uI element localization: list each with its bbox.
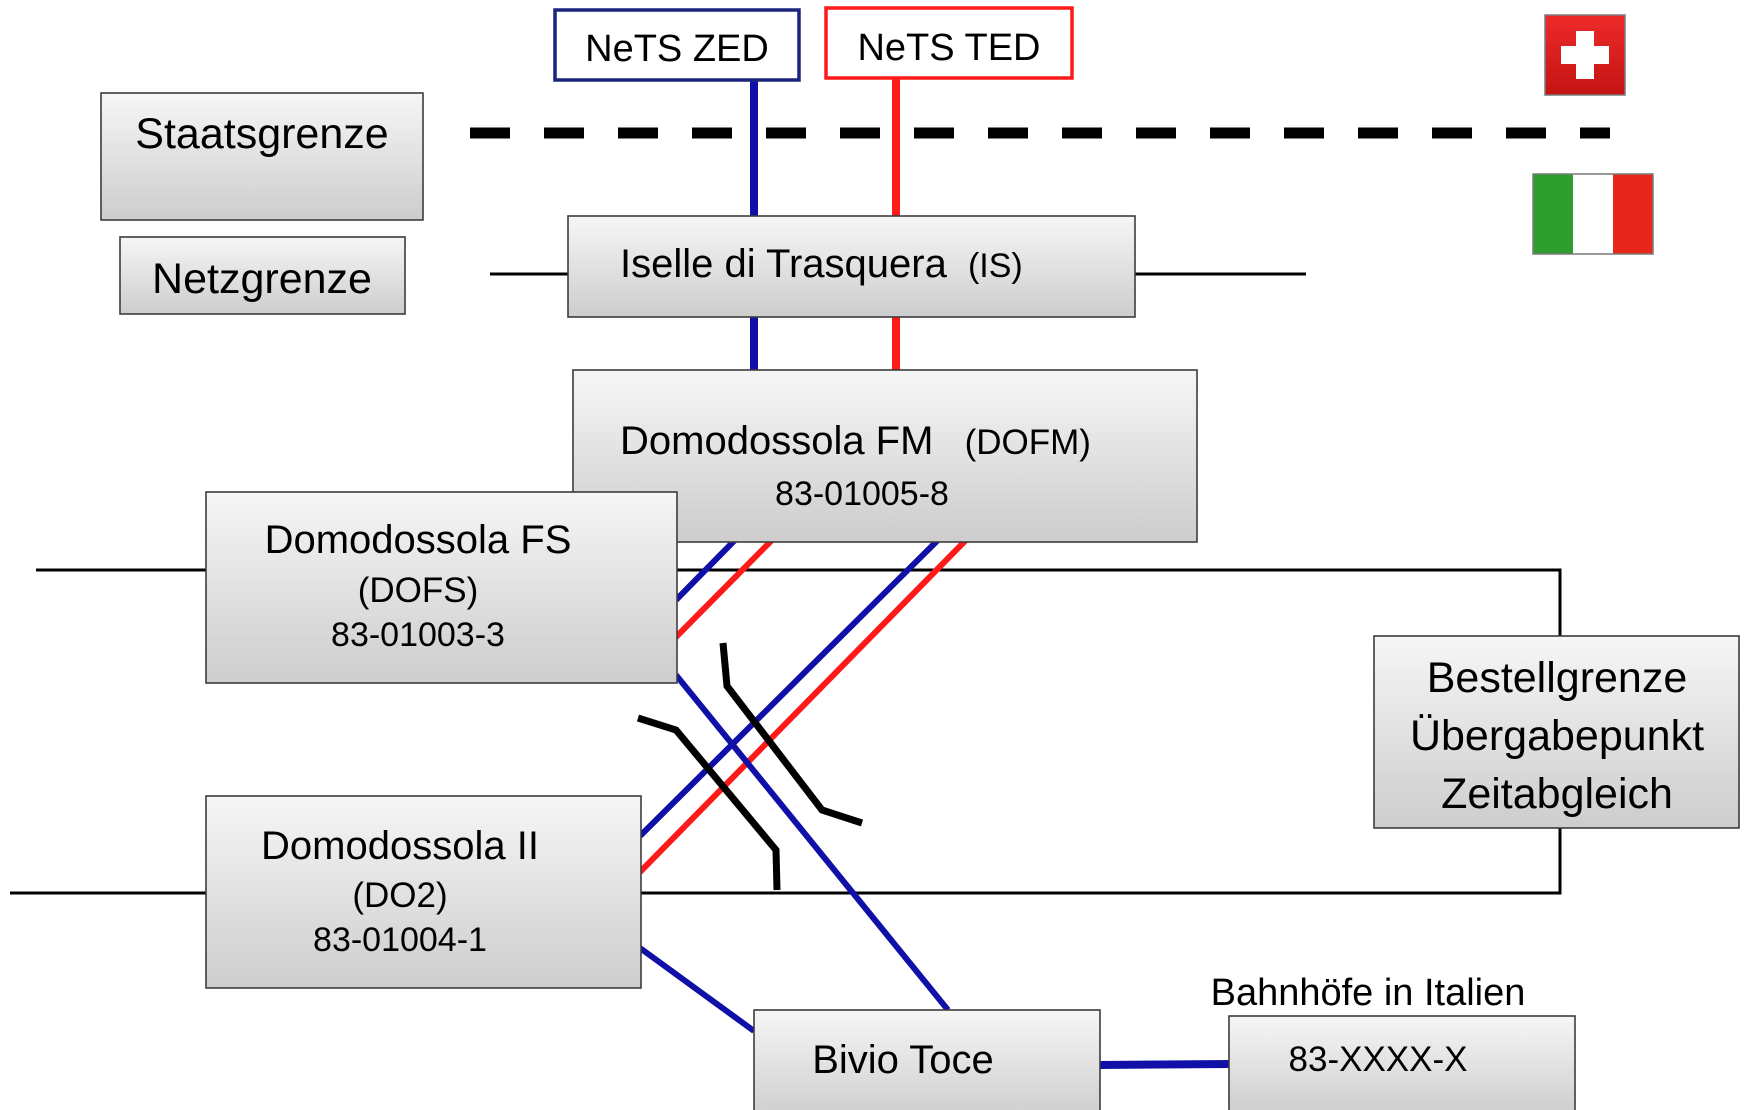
iselle-code: (IS) [968, 247, 1023, 285]
swiss-cross-horizontal [1561, 46, 1609, 64]
bridge-symbol [636, 642, 864, 891]
dofm-number: 83-01005-8 [775, 475, 949, 513]
bridge-mark-lower [636, 714, 781, 891]
bridge-mark-upper [719, 642, 864, 827]
dofs-bivio-line [673, 673, 951, 1012]
bivio-label: Bivio Toce [812, 1038, 994, 1082]
dofm-name: Domodossola FM [620, 419, 933, 463]
do2-box [205, 795, 642, 989]
station-italy-generic: 83-XXXX-X [1228, 1015, 1576, 1110]
bestellgrenze-line2: Übergabepunkt [1410, 712, 1704, 760]
dofs-to-bestell-line [670, 568, 1562, 636]
dofm-code: (DOFM) [965, 423, 1091, 462]
italy-flag-white [1573, 174, 1613, 254]
iselle-box [567, 215, 1136, 318]
dofm-label: Domodossola FM (DOFM) [620, 419, 1091, 463]
station-iselle: Iselle di Trasquera (IS) [567, 215, 1136, 318]
dofs-number: 83-01003-3 [331, 616, 505, 654]
legend-netzgrenze: Netzgrenze [119, 236, 406, 315]
nets-ted-frame [824, 6, 1074, 80]
italy-flag-border [1532, 173, 1654, 255]
bivio-box [753, 1009, 1101, 1110]
nets-zed-label: NeTS ZED [585, 28, 769, 70]
nets-zed-box: NeTS ZED [553, 8, 801, 82]
iselle-name: Iselle di Trasquera [620, 242, 948, 286]
do2-name: Domodossola II [261, 824, 539, 868]
station-dofm: Domodossola FM (DOFM) 83-01005-8 [572, 369, 1198, 543]
dofs-box [205, 491, 678, 684]
swiss-flag-icon [1544, 14, 1626, 96]
netzgrenze-label: Netzgrenze [152, 255, 372, 303]
bahnhoefe-label: Bahnhöfe in Italien [1211, 972, 1526, 1014]
do2-number: 83-01004-1 [313, 921, 487, 959]
iselle-label: Iselle di Trasquera (IS) [620, 242, 1023, 286]
dofm-dofs-ted-line [673, 537, 775, 640]
italy-station-box [1228, 1015, 1576, 1110]
dofm-do2-ted-line [637, 537, 969, 875]
italy-flag-red [1613, 174, 1653, 254]
diagonal-lines [637, 537, 1231, 1069]
do2-to-bestell-line [640, 828, 1562, 895]
dofm-dofs-zed-line [673, 537, 738, 603]
station-bivio-toce: Bivio Toce [753, 1009, 1101, 1110]
netzgrenze-box [119, 236, 406, 315]
station-dofs: Domodossola FS (DOFS) 83-01003-3 [205, 491, 678, 684]
staatsgrenze-box [100, 92, 424, 221]
bestellgrenze-line1: Bestellgrenze [1427, 654, 1688, 702]
bivio-italy-line [1099, 1060, 1231, 1069]
nets-zed-frame [553, 8, 801, 82]
nets-ted-box: NeTS TED [824, 6, 1074, 80]
italy-station-number: 83-XXXX-X [1289, 1040, 1468, 1079]
italian-flag-icon [1532, 173, 1654, 255]
station-do2: Domodossola II (DO2) 83-01004-1 [205, 795, 642, 989]
do2-bivio-line [638, 945, 756, 1034]
bestellgrenze-box: Bestellgrenze Übergabepunkt Zeitabgleich [1373, 635, 1740, 829]
dofs-code: (DOFS) [358, 571, 479, 610]
staatsgrenze-label: Staatsgrenze [135, 110, 388, 158]
dofm-do2-zed-line [637, 537, 941, 839]
do2-code: (DO2) [352, 876, 447, 915]
bestellgrenze-line3: Zeitabgleich [1441, 770, 1673, 818]
legend-staatsgrenze: Staatsgrenze [100, 92, 424, 221]
italy-flag-green [1533, 174, 1573, 254]
dofs-name: Domodossola FS [265, 518, 572, 562]
nets-ted-label: NeTS TED [857, 27, 1040, 69]
bestellgrenze-frame [1373, 635, 1740, 829]
